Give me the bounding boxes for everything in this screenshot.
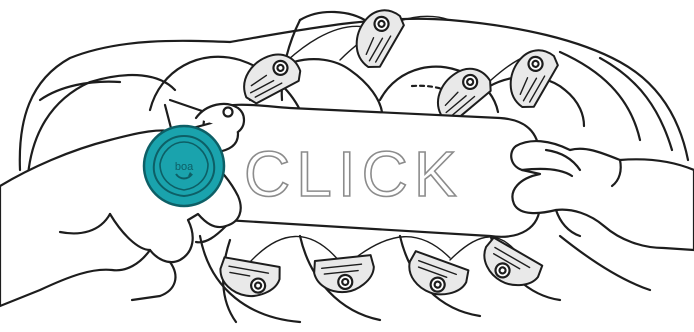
lace-guide-icon — [345, 2, 407, 72]
right-hand — [511, 141, 694, 250]
dial-logo: boa — [175, 161, 194, 173]
strap-label: CLICK — [244, 138, 463, 210]
lace-guide-icon — [499, 42, 561, 112]
lace-guide-icon — [313, 255, 376, 295]
lace-guide-icon — [402, 250, 470, 302]
boa-dial-icon: boa — [144, 126, 224, 206]
lace-guide-icon — [217, 257, 282, 301]
bottom-lace-guides — [217, 237, 544, 303]
